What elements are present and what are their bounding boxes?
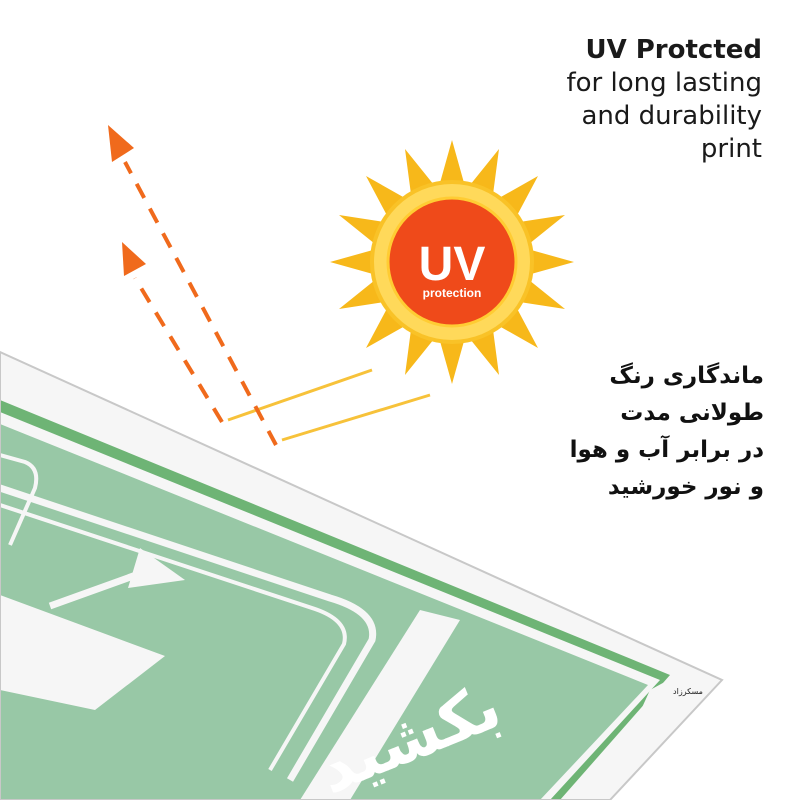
- caption-title: UV Protcted: [585, 35, 762, 65]
- protective-film: [0, 350, 724, 800]
- reflection-arrow-icon: [108, 125, 278, 446]
- sun-icon: [330, 140, 574, 384]
- persian-line: طولانی مدت: [620, 400, 764, 426]
- persian-line: ماندگاری رنگ: [609, 363, 764, 389]
- english-caption: UV Protcted for long lasting and durabil…: [422, 34, 763, 166]
- arrow-icon: [48, 548, 185, 610]
- caption-line: for long lasting: [566, 68, 763, 98]
- sign-brand: مسکرزاد: [673, 687, 703, 696]
- persian-caption: ماندگاری رنگ طولانی مدت در برابر آب و هو…: [464, 358, 764, 506]
- caption-line: and durability: [581, 101, 762, 131]
- persian-line: و نور خورشید: [607, 474, 764, 500]
- persian-line: در برابر آب و هوا: [569, 437, 764, 463]
- caption-line: print: [700, 134, 762, 164]
- light-beams: [227, 368, 431, 442]
- uv-badge-subtitle: protection: [423, 286, 482, 300]
- sign-panel: [0, 400, 672, 800]
- uv-badge-title: UV: [419, 238, 486, 291]
